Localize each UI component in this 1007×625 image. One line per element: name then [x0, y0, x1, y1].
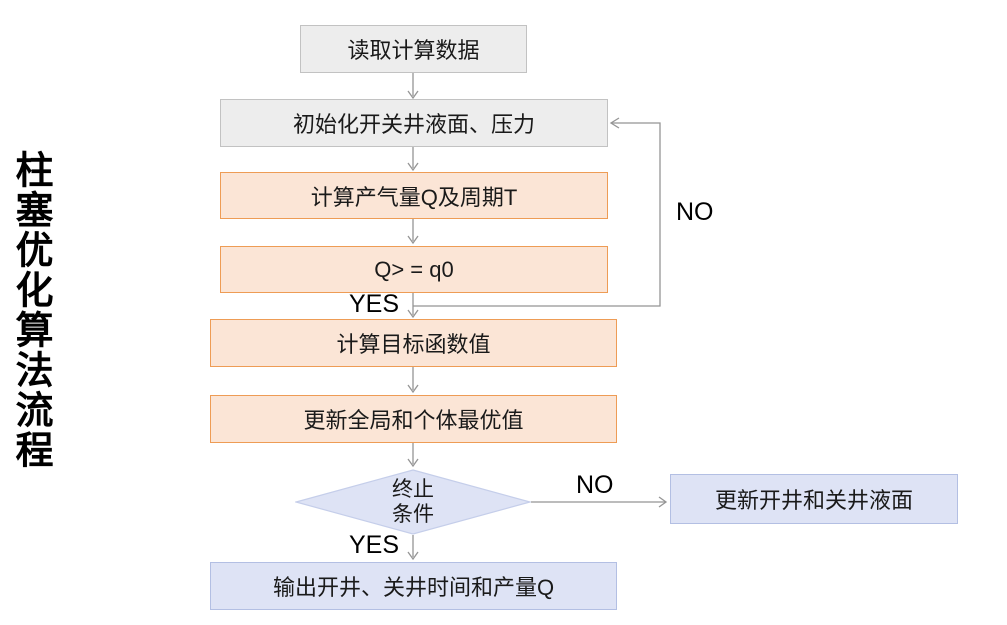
flow-node-read-data: 读取计算数据	[300, 25, 527, 73]
node-label: 输出开井、关井时间和产量Q	[272, 575, 555, 600]
node-label: 终止 条件	[295, 469, 531, 535]
node-label: 更新开井和关井液面	[714, 488, 913, 513]
flow-node-calc-gas-rate: 计算产气量Q及周期T	[220, 172, 608, 219]
decision-label-line2: 条件	[392, 503, 434, 526]
edge-label-yes-terminate: YES	[349, 531, 400, 559]
edge-label-yes-q-check: YES	[349, 290, 400, 318]
flow-node-terminate-decision: 终止 条件	[295, 469, 531, 535]
decision-label-line1: 终止	[392, 478, 434, 501]
flow-node-update-liquid-level: 更新开井和关井液面	[670, 474, 958, 524]
node-label: 更新全局和个体最优值	[303, 408, 524, 433]
node-label: Q> = q0	[374, 256, 454, 282]
flow-node-output-results: 输出开井、关井时间和产量Q	[210, 562, 617, 610]
flow-node-calc-objective: 计算目标函数值	[210, 319, 617, 367]
flow-node-initialize: 初始化开关井液面、压力	[220, 99, 608, 147]
node-label: 计算产气量Q及周期T	[310, 184, 518, 210]
flow-node-q-threshold-check: Q> = q0	[220, 246, 608, 293]
node-label: 读取计算数据	[347, 38, 480, 63]
node-label: 计算目标函数值	[336, 332, 491, 357]
edge-label-no-loop: NO	[676, 198, 714, 226]
decision-diamond-shape	[295, 469, 531, 535]
edge-label-no-terminate: NO	[576, 471, 614, 499]
diagram-title: 柱塞优化算法流程	[9, 150, 51, 470]
flow-node-update-best-values: 更新全局和个体最优值	[210, 395, 617, 443]
node-label: 初始化开关井液面、压力	[292, 112, 535, 137]
